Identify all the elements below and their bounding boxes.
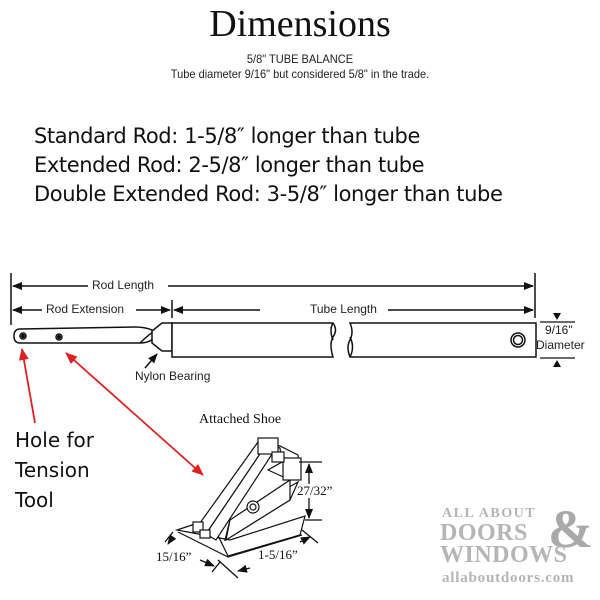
nylon-bearing-pointer [144, 353, 158, 369]
rod-type-standard: Standard Rod: 1-5/8″ longer than tube [34, 124, 420, 148]
shoe-length-dim: 1-5/16” [258, 547, 298, 562]
tube [171, 322, 537, 358]
rod-type-list: Standard Rod: 1-5/8″ longer than tube Ex… [34, 122, 503, 209]
logo-line-2: DOORS [440, 520, 528, 546]
logo-line-3: WINDOWS [440, 542, 568, 568]
logo-ampersand: & [548, 499, 593, 559]
hole-note-line-1: Hole for [15, 428, 94, 452]
shoe-dimensions [164, 461, 322, 579]
hole-for-tension-tool-note: Hole for Tension Tool [15, 425, 94, 515]
diameter-value: 9/16" [545, 323, 573, 337]
page-title: Dimensions [209, 3, 391, 45]
tube-length-label: Tube Length [308, 302, 379, 316]
diameter-dimension [540, 313, 575, 367]
attached-shoe [174, 437, 306, 558]
nylon-bearing-label: Nylon Bearing [133, 369, 213, 383]
brand-logo: ALL ABOUT DOORS & WINDOWS allaboutdoors.… [430, 499, 600, 600]
logo-line-1: ALL ABOUT [442, 506, 537, 521]
hole-note-line-2: Tension [15, 458, 90, 482]
shoe-height-dim: 27/32” [297, 483, 333, 498]
annotation-arrows [18, 348, 204, 476]
logo-url: allaboutdoors.com [442, 570, 575, 586]
product-subtitle: 5/8" TUBE BALANCE [246, 52, 354, 66]
extension-lines [10, 273, 536, 325]
rod-length-label: Rod Length [90, 278, 157, 292]
nylon-bearing [151, 322, 173, 352]
shoe-width-dim: 15/16” [156, 549, 192, 564]
rod-type-extended: Extended Rod: 2-5/8″ longer than tube [34, 153, 425, 177]
rod [13, 326, 160, 344]
diameter-label: Diameter [536, 338, 585, 352]
rod-extension-label: Rod Extension [44, 302, 127, 316]
rod-type-double-extended: Double Extended Rod: 3-5/8″ longer than … [34, 182, 503, 206]
attached-shoe-title: Attached Shoe [199, 412, 282, 427]
diameter-note: Tube diameter 9/16" but considered 5/8" … [170, 67, 430, 81]
hole-note-line-3: Tool [15, 488, 54, 512]
